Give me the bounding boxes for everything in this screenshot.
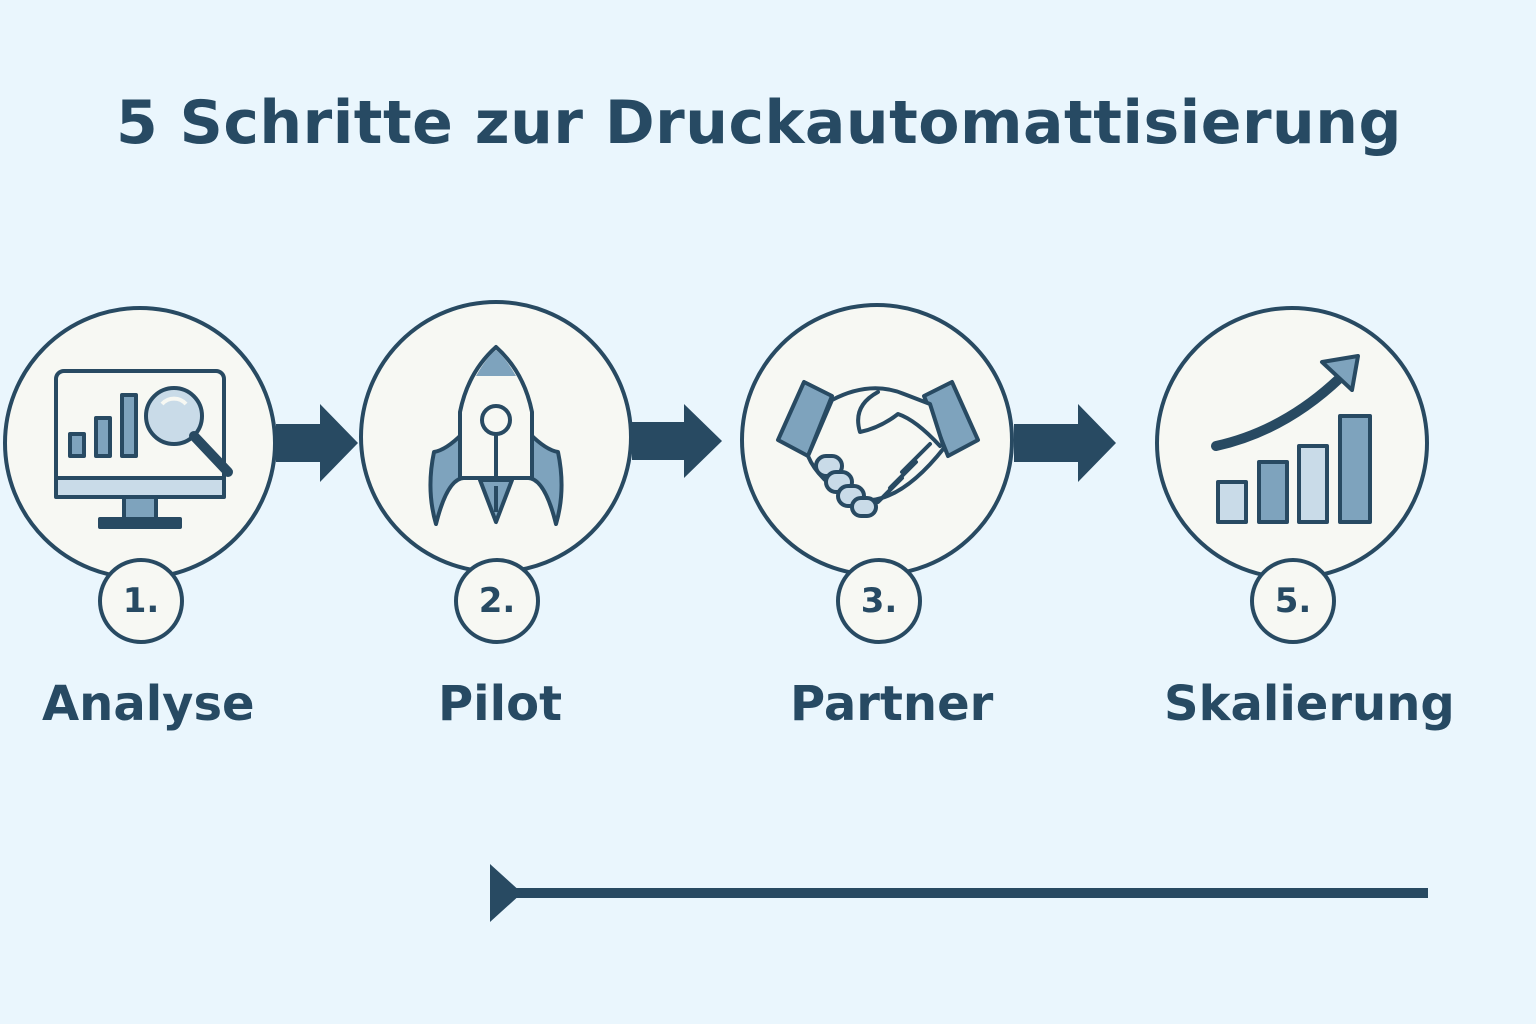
arrow-3-to-4 [1014,404,1116,482]
step-label: Pilot [438,676,563,732]
handshake-icon [776,380,980,518]
page-title: 5 Schritte zur Druckautomattisierung [116,88,1402,158]
step-label: Partner [790,676,994,732]
step-circle-4 [1155,306,1429,580]
monitor-chart-magnifier-icon [54,369,233,529]
step-number-badge: 1. [98,558,184,644]
step-label: Analyse [42,676,255,732]
rocket-icon [428,345,564,526]
arrow-2-to-3 [632,404,722,478]
growth-bar-chart-icon [1211,354,1372,524]
step-number-badge: 3. [836,558,922,644]
step-number-badge: 2. [454,558,540,644]
step-number-badge: 5. [1250,558,1336,644]
flow-arrows [276,404,1116,482]
step-label: Skalierung [1164,676,1455,732]
arrow-1-to-2 [276,404,358,482]
timeline-line [490,864,1428,922]
